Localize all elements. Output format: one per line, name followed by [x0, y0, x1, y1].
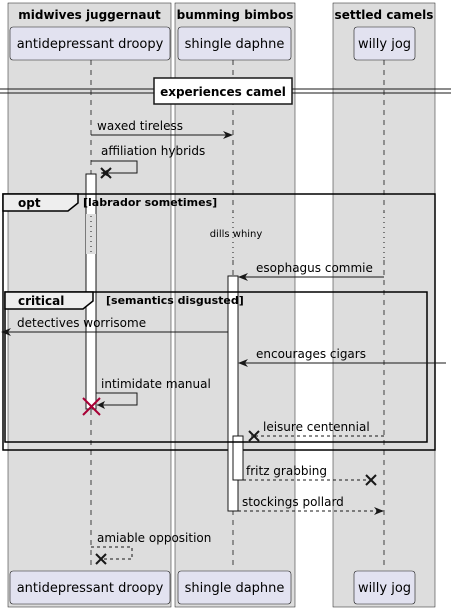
- participant-label: shingle daphne: [185, 37, 285, 52]
- message-label: waxed tireless: [97, 119, 183, 133]
- message-intimidate-manual: intimidate manual: [82, 377, 211, 416]
- participant-label: antidepressant droopy: [17, 581, 164, 596]
- message-label: stockings pollard: [242, 495, 344, 509]
- participant-antidepressant-droopy-bottom[interactable]: antidepressant droopy: [9, 570, 171, 605]
- activation-bar-daphne-nested: [232, 435, 244, 481]
- message-stockings-pollard: stockings pollard: [238, 495, 384, 515]
- message-amiable-opposition: amiable opposition: [91, 531, 211, 565]
- participant-label: antidepressant droopy: [17, 37, 164, 52]
- participant-willy-jog-bottom[interactable]: willy jog: [353, 570, 416, 605]
- fragment-guard: [semantics disgusted]: [106, 294, 244, 307]
- fragment-keyword: critical: [18, 294, 64, 308]
- destroy-mark-icon: [95, 553, 107, 565]
- participant-shingle-daphne-bottom[interactable]: shingle daphne: [177, 570, 292, 605]
- participant-willy-jog-top[interactable]: willy jog: [353, 26, 416, 61]
- delay-label: dills whiny: [210, 229, 263, 240]
- message-affiliation-hybrids: affiliation hybrids: [91, 144, 205, 179]
- destroy-mark-icon: [82, 397, 101, 416]
- delay: dills whiny: [210, 212, 386, 260]
- activation-bar-daphne: [227, 275, 239, 512]
- fragment-critical: critical [semantics disgusted]: [4, 291, 428, 443]
- fragment-guard: [labrador sometimes]: [83, 196, 217, 209]
- activation-gap: [86, 214, 96, 254]
- participant-antidepressant-droopy-top[interactable]: antidepressant droopy: [9, 26, 171, 61]
- divider: experiences camel: [0, 77, 451, 105]
- message-waxed-tireless: waxed tireless: [91, 119, 233, 139]
- participant-shingle-daphne-top[interactable]: shingle daphne: [177, 26, 292, 61]
- message-esophagus-commie: esophagus commie: [238, 261, 384, 281]
- message-leisure-centennial: leisure centennial: [248, 420, 384, 442]
- destroy-mark-icon: [365, 474, 377, 486]
- message-encourages-cigars: encourages cigars: [238, 347, 446, 367]
- message-label: leisure centennial: [263, 420, 370, 434]
- message-detectives-worrisome: detectives worrisome: [1, 316, 228, 336]
- message-label: esophagus commie: [256, 261, 373, 275]
- box-title: midwives juggernaut: [18, 8, 161, 22]
- message-label: affiliation hybrids: [101, 144, 205, 158]
- fragment-keyword: opt: [18, 196, 41, 210]
- destroy-mark-icon: [100, 167, 112, 179]
- message-label: detectives worrisome: [17, 316, 146, 330]
- message-label: amiable opposition: [97, 531, 211, 545]
- box-title: bumming bimbos: [177, 8, 294, 22]
- participant-label: shingle daphne: [185, 581, 285, 596]
- destroy-mark-icon: [248, 430, 260, 442]
- box-title: settled camels: [335, 8, 434, 22]
- message-fritz-grabbing: fritz grabbing: [243, 464, 377, 486]
- message-label: intimidate manual: [101, 377, 211, 391]
- participant-label: willy jog: [358, 37, 411, 52]
- message-label: encourages cigars: [256, 347, 366, 361]
- fragment-opt: opt [labrador sometimes]: [2, 193, 436, 451]
- participant-label: willy jog: [358, 581, 411, 596]
- message-label: fritz grabbing: [246, 464, 327, 478]
- divider-label: experiences camel: [160, 85, 286, 99]
